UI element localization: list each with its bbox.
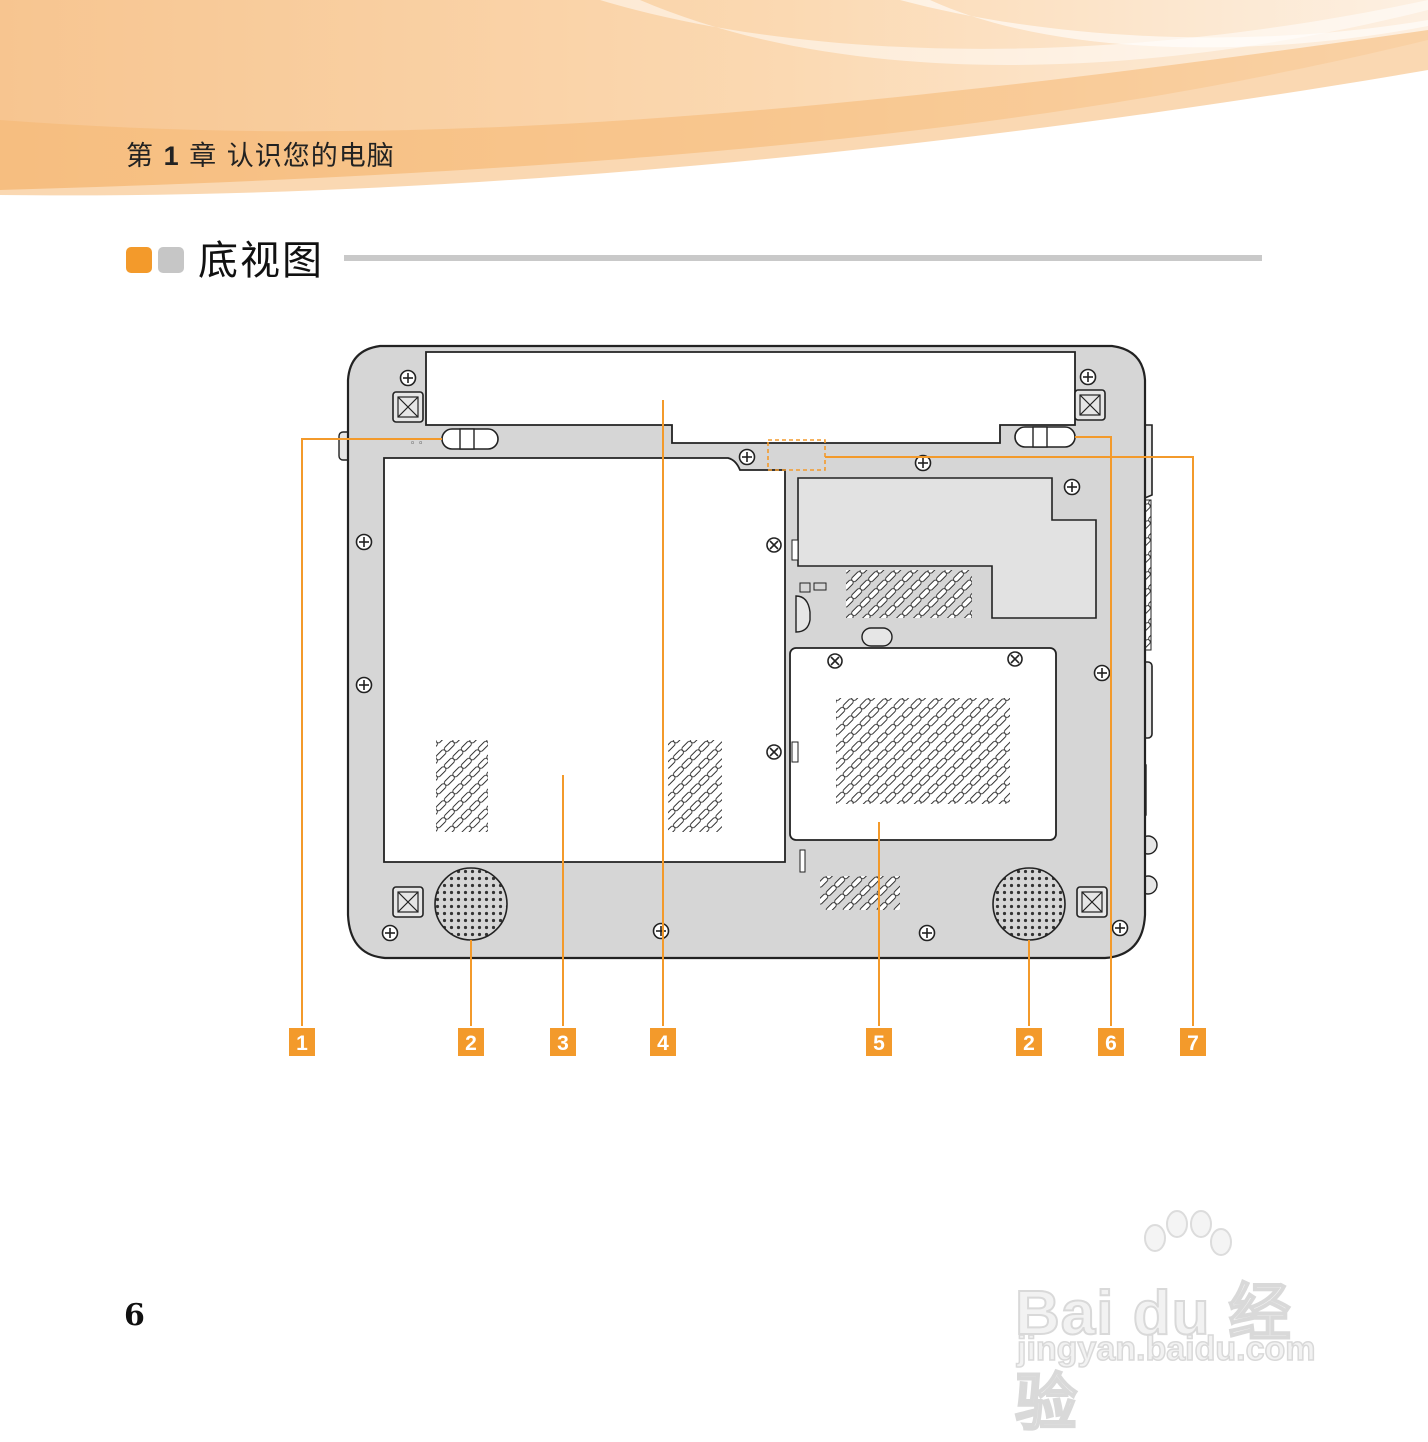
callout-box (1016, 1028, 1042, 1056)
header-decoration (0, 0, 1428, 196)
section-title: 底视图 (198, 238, 324, 284)
callout-box (458, 1028, 484, 1056)
callout-label: 2 (465, 1032, 477, 1055)
watermark-brand: Bai du 经验 (1014, 1278, 1292, 1439)
battery-latch-right (1014, 426, 1076, 448)
section-rule (344, 255, 1262, 261)
callout-box (650, 1028, 676, 1056)
callout-box (866, 1028, 892, 1056)
speaker-right (992, 867, 1066, 941)
svg-text:◦ ◦: ◦ ◦ (410, 439, 423, 449)
callout-box (550, 1028, 576, 1056)
battery (425, 351, 1076, 444)
page-number: 6 (124, 1298, 145, 1333)
bottom-view-diagram: ◦ ◦ 1 2 3 (289, 344, 1206, 1056)
callout-label: 7 (1187, 1032, 1199, 1055)
callout-box (289, 1028, 315, 1056)
callout-label: 6 (1105, 1032, 1117, 1055)
section-marker-orange (126, 247, 152, 273)
callout-label: 1 (296, 1032, 308, 1055)
callout-label: 5 (873, 1032, 885, 1055)
paw-icon (1144, 1210, 1232, 1256)
callout-label: 4 (657, 1032, 669, 1055)
watermark-url: jingyan.baidu.com (1016, 1329, 1316, 1369)
callout-leaders (301, 400, 1194, 1026)
speaker-left (434, 867, 508, 941)
callout-label: 2 (1023, 1032, 1035, 1055)
callout-box (1098, 1028, 1124, 1056)
section-marker-gray (158, 247, 184, 273)
callout-labels: 1 2 3 4 5 2 6 7 (289, 1028, 1206, 1056)
callout-box (1180, 1028, 1206, 1056)
battery-latch-left: ◦ ◦ (410, 428, 499, 450)
baidu-watermark: Bai du 经验 jingyan.baidu.com (1005, 1210, 1350, 1439)
callout-label: 3 (557, 1032, 569, 1055)
chapter-heading: 第 1 章 认识您的电脑 (126, 141, 395, 172)
